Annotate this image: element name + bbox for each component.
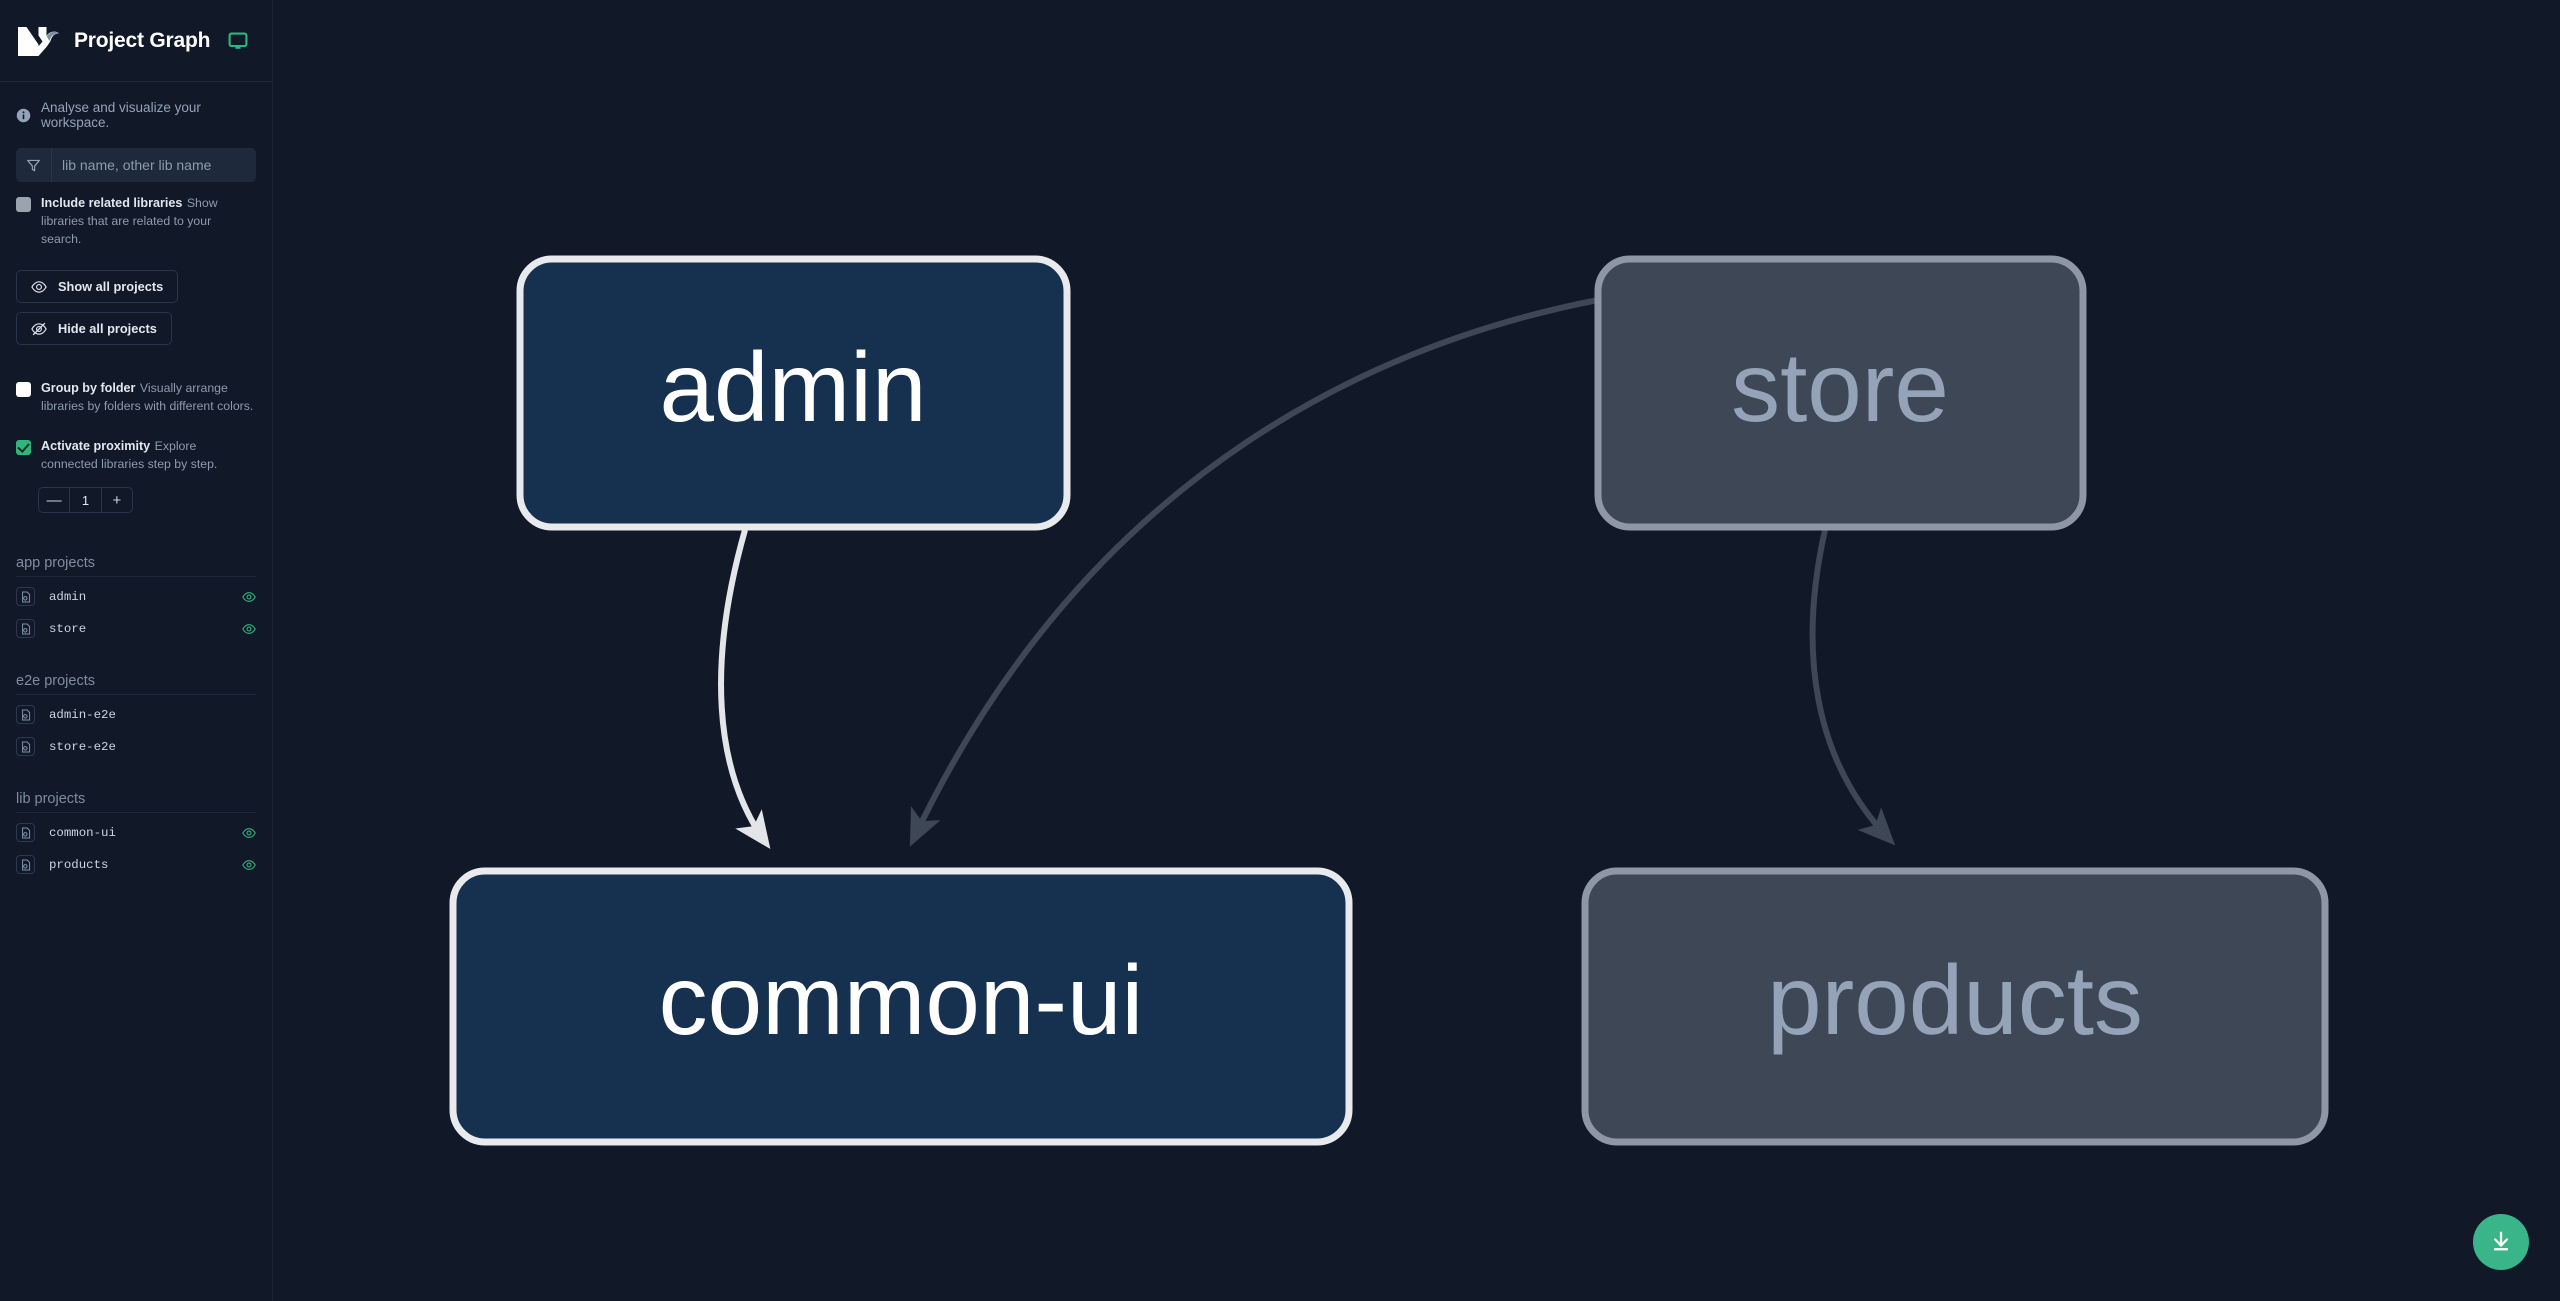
page-title: Project Graph [74, 28, 211, 52]
option-label: Include related libraries [41, 196, 183, 210]
sidebar: Project Graph Analyse and visualize your… [0, 0, 272, 1301]
proximity-increment-button[interactable]: + [102, 488, 132, 512]
sidebar-header: Project Graph [0, 0, 272, 82]
show-all-projects-button[interactable]: Show all projects [16, 270, 179, 303]
nx-file-icon [16, 587, 35, 606]
section-title: app projects [16, 555, 256, 577]
node-rect[interactable] [1594, 255, 2087, 531]
eye-icon[interactable] [242, 622, 256, 636]
nx-logo [16, 24, 60, 58]
node-label-products: products [1767, 945, 2143, 1055]
node-rect[interactable] [449, 867, 1353, 1146]
node-rect[interactable] [1581, 867, 2329, 1146]
option-group-by-folder[interactable]: Group by folder Visually arrange librari… [0, 367, 272, 415]
sidebar-item-store-e2e[interactable]: store-e2e [16, 734, 256, 759]
search-row [0, 148, 272, 182]
option-description: Show libraries that are related to your … [41, 196, 218, 246]
edge-admin-to-common-ui[interactable] [718, 529, 771, 850]
graph-nodes: admin store common-ui products [449, 255, 2329, 1146]
funnel-icon[interactable] [16, 148, 52, 182]
proximity-value: 1 [69, 488, 102, 512]
activate-proximity-checkbox[interactable] [16, 440, 31, 455]
graph-canvas[interactable]: admin store common-ui products [272, 0, 2560, 1301]
node-label-common-ui: common-ui [659, 945, 1144, 1055]
download-graph-button[interactable] [2473, 1214, 2529, 1270]
nx-file-icon [16, 705, 35, 724]
section-lib-projects: lib projects common-ui [16, 791, 256, 877]
node-label-admin: admin [660, 332, 927, 442]
tagline-text: Analyse and visualize your workspace. [41, 100, 201, 130]
search-input[interactable] [52, 148, 256, 182]
option-description: Explore connected libraries step by step… [41, 439, 218, 471]
sidebar-item-admin-e2e[interactable]: admin-e2e [16, 702, 256, 727]
download-icon [2488, 1228, 2514, 1257]
eye-off-icon [31, 321, 47, 337]
graph-node-common-ui[interactable]: common-ui [449, 867, 1353, 1146]
eye-icon [31, 279, 47, 295]
proximity-decrement-button[interactable]: — [39, 488, 69, 512]
edge-store-to-products[interactable] [1809, 529, 1896, 846]
project-name: store [49, 621, 87, 636]
project-name: common-ui [49, 825, 116, 840]
project-name: store-e2e [49, 739, 116, 754]
node-rect[interactable] [516, 255, 1071, 531]
info-icon [16, 108, 31, 123]
eye-icon[interactable] [242, 590, 256, 604]
sidebar-tagline: Analyse and visualize your workspace. [0, 82, 272, 144]
show-all-projects-label: Show all projects [58, 279, 164, 294]
sidebar-item-store[interactable]: store [16, 616, 256, 641]
project-graph-svg[interactable]: admin store common-ui products [273, 0, 2546, 1301]
proximity-stepper[interactable]: — 1 + [38, 487, 133, 513]
project-name: products [49, 857, 109, 872]
project-name: admin [49, 589, 87, 604]
section-title: lib projects [16, 791, 256, 813]
eye-icon[interactable] [242, 858, 256, 872]
section-app-projects: app projects admin [16, 555, 256, 641]
graph-node-store[interactable]: store [1594, 255, 2087, 531]
graph-node-admin[interactable]: admin [516, 255, 1071, 531]
hide-all-projects-button[interactable]: Hide all projects [16, 312, 172, 345]
nx-file-icon [16, 619, 35, 638]
sidebar-item-common-ui[interactable]: common-ui [16, 820, 256, 845]
graph-edges [718, 297, 1896, 850]
sidebar-item-admin[interactable]: admin [16, 584, 256, 609]
node-label-store: store [1731, 332, 1949, 442]
option-label: Activate proximity [41, 439, 151, 453]
sidebar-item-products[interactable]: products [16, 852, 256, 877]
search-box[interactable] [16, 148, 256, 182]
hide-all-projects-label: Hide all projects [58, 321, 157, 336]
eye-icon[interactable] [242, 826, 256, 840]
monitor-icon[interactable] [228, 31, 248, 51]
group-by-folder-checkbox[interactable] [16, 382, 31, 397]
option-include-related-libraries[interactable]: Include related libraries Show libraries… [0, 182, 272, 248]
include-related-libraries-checkbox[interactable] [16, 197, 31, 212]
project-name: admin-e2e [49, 707, 116, 722]
section-title: e2e projects [16, 673, 256, 695]
section-e2e-projects: e2e projects admin-e2e store- [16, 673, 256, 759]
edge-store-to-common-ui[interactable] [909, 297, 1599, 847]
graph-node-products[interactable]: products [1581, 867, 2329, 1146]
nx-file-icon [16, 823, 35, 842]
option-label: Group by folder [41, 381, 136, 395]
option-activate-proximity[interactable]: Activate proximity Explore connected lib… [0, 425, 272, 473]
nx-file-icon [16, 855, 35, 874]
option-description: Visually arrange libraries by folders wi… [41, 381, 254, 413]
nx-file-icon [16, 737, 35, 756]
